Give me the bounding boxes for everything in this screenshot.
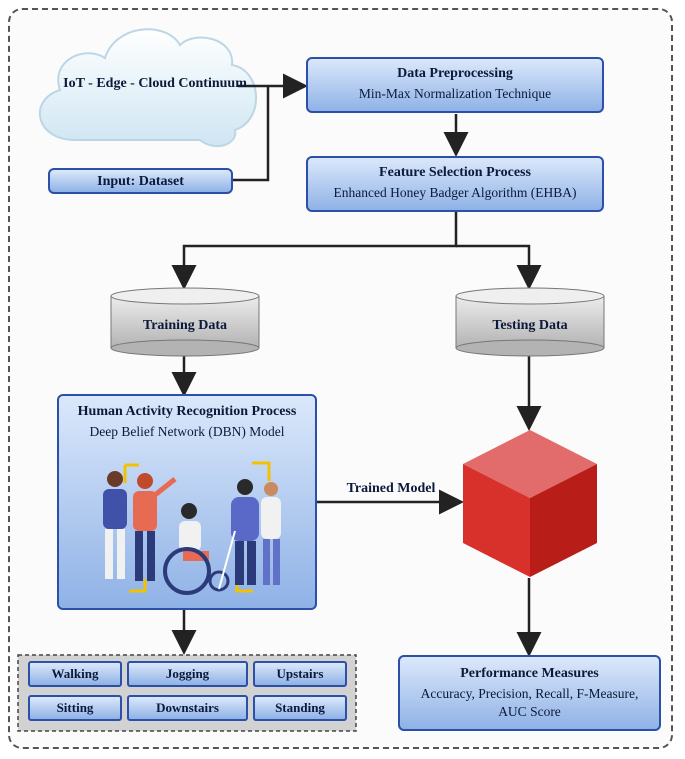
performance-box: Performance Measures Accuracy, Precision… <box>398 655 661 731</box>
feature-selection-subtitle: Enhanced Honey Badger Algorithm (EHBA) <box>333 185 577 200</box>
activity-upstairs: Upstairs <box>253 661 347 687</box>
performance-metrics-line2: AUC Score <box>498 704 561 719</box>
preprocessing-box: Data Preprocessing Min-Max Normalization… <box>306 57 604 113</box>
testing-data-cylinder <box>455 287 605 357</box>
har-subtitle: Deep Belief Network (DBN) Model <box>89 424 285 439</box>
input-dataset-label: Input: Dataset <box>97 174 184 189</box>
activity-standing: Standing <box>253 695 347 721</box>
cloud-icon <box>38 28 258 148</box>
har-title: Human Activity Recognition Process <box>77 404 297 419</box>
trained-model-label: Trained Model <box>346 481 436 496</box>
cloud-label: IoT - Edge - Cloud Continuum <box>63 76 247 91</box>
testing-data-label: Testing Data <box>492 318 568 333</box>
trained-model-cube-icon <box>463 430 597 577</box>
people-activity-illustration <box>103 461 281 595</box>
arrow-feature-to-split <box>171 212 458 290</box>
preprocessing-subtitle: Min-Max Normalization Technique <box>358 86 552 101</box>
activity-walking: Walking <box>28 661 122 687</box>
feature-selection-title: Feature Selection Process <box>379 165 531 180</box>
har-process-box: Human Activity Recognition Process Deep … <box>57 394 317 610</box>
training-data-cylinder <box>110 287 260 357</box>
arrow-split-to-testing <box>456 244 542 290</box>
arrow-input-to-preprocessing <box>233 86 270 182</box>
training-data-label: Training Data <box>142 318 228 333</box>
input-dataset-box: Input: Dataset <box>48 168 233 194</box>
activity-jogging: Jogging <box>127 661 248 687</box>
performance-title: Performance Measures <box>460 666 599 681</box>
activity-downstairs: Downstairs <box>127 695 248 721</box>
activity-sitting: Sitting <box>28 695 122 721</box>
preprocessing-title: Data Preprocessing <box>397 66 513 81</box>
performance-metrics-line1: Accuracy, Precision, Recall, F-Measure, <box>420 686 639 701</box>
feature-selection-box: Feature Selection Process Enhanced Honey… <box>306 156 604 212</box>
